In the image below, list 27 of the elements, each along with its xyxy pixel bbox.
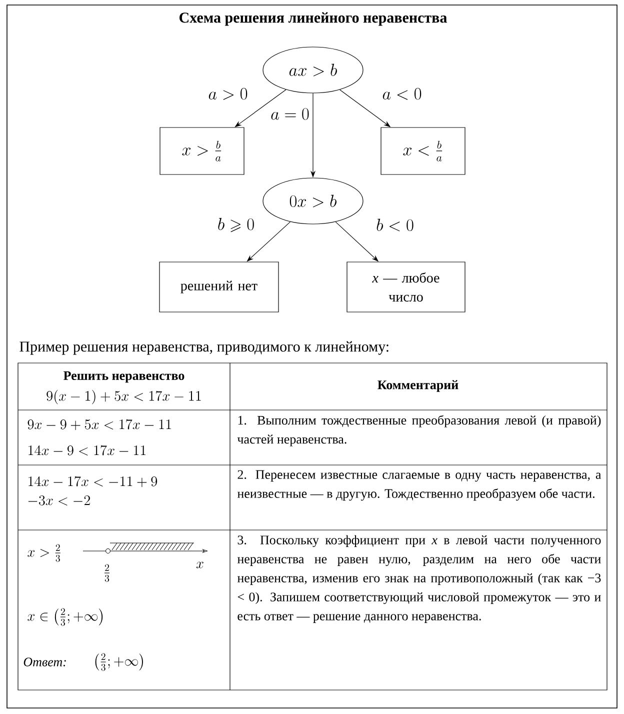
formula: $9(x-1)+5x<17x-11$ xyxy=(46,390,201,404)
cell-text: 3. Поскольку коэффициент при x в левой части полученного неравенства не равен нулю, разделим на него обе части неравенства, изменив его знак на противоположный (так как −3 < 0). Запишем соответствующий числовой промежуток — это и есть ответ — решение данного неравенства. xyxy=(237,535,601,623)
column-header: Решить неравенство xyxy=(64,371,184,383)
cell-text: 1. Выполним тождественные преобразования левой (и правой) частей неравенства. xyxy=(237,415,601,446)
formula: $9x-9+5x<17x-11$ xyxy=(28,419,171,430)
result-box: решений нет xyxy=(159,262,279,312)
answer-label: Ответ: xyxy=(24,658,66,666)
edge-label: $a=0$ xyxy=(270,107,310,121)
column-header: Комментарий xyxy=(378,380,458,392)
title: Схема решения линейного неравенства xyxy=(180,12,447,26)
tick-label: $\frac{2}{3}$ xyxy=(104,564,110,582)
formula: $14x-17x<-11+9$ xyxy=(28,476,158,488)
edge-label: $a<0$ xyxy=(381,87,423,101)
edge-label: $a>0$ xyxy=(207,87,249,101)
formula: $\left(\frac{2}{3};+\infty\right)$ xyxy=(95,653,143,671)
axis-label: $x$ xyxy=(196,562,204,568)
formula: $14x-9<17x-11$ xyxy=(28,445,146,456)
edge-label: $b\geqslant 0$ xyxy=(216,216,256,234)
subtitle: Пример решения неравенства, приводимого к линейному: xyxy=(20,341,388,355)
formula: $x>\frac{2}{3}$ xyxy=(28,544,60,562)
formula: $-3x<-2$ xyxy=(28,495,90,506)
result-box: $x>\frac{b}{a}$ xyxy=(160,127,244,175)
result-box: x — любое число xyxy=(346,262,466,312)
cell-text: 2. Перенесем известные слагаемые в одну часть неравенства, а неизвестные — в другую. Тождественно преобразуем обе части. xyxy=(237,470,602,501)
result-box: $x<\frac{b}{a}$ xyxy=(380,127,466,175)
formula: $x\in\left(\frac{2}{3};+\infty\right)$ xyxy=(28,608,103,626)
edge-label: $b<0$ xyxy=(375,218,415,232)
